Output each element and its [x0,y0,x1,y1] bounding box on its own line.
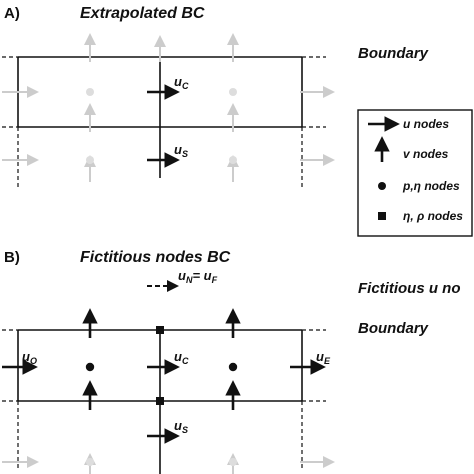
uc-b-label: uC [174,349,189,366]
panel-b: B) Fictitious nodes BC uN= uF Fictitious… [2,249,461,474]
panel-b-boundary-label: Boundary [358,320,429,337]
ghost-p-node-1 [86,88,94,96]
legend-box [357,109,473,237]
legend-eta-rho-nodes: η, ρ nodes [403,209,463,223]
panel-a-letter: A) [4,5,20,22]
legend-p-dot-icon [378,182,386,190]
panel-b-title: Fictitious nodes BC [80,249,231,266]
legend-u-nodes: u nodes [403,117,449,131]
panel-b-ghost-dots [86,458,237,466]
eta-rho-node-bottom [156,397,164,405]
fictitious-u-nodes-label: Fictitious u no [358,280,461,297]
panel-a-ghost-nodes [2,33,335,182]
panel-a-boundary-label: Boundary [358,45,429,62]
p-node-left [85,362,95,372]
panel-a-title: Extrapolated BC [80,5,205,22]
ue-label: uE [316,349,331,366]
legend-v-nodes: v nodes [403,147,449,161]
legend-p-eta-nodes: p,η nodes [402,179,460,193]
panel-b-ghost-nodes [2,453,335,474]
panel-a: A) Extrapolated BC [2,5,429,188]
ghost-p-node-4 [229,156,237,164]
us-b-label: uS [174,418,188,435]
eta-rho-node-top [156,326,164,334]
ghost-b-p-node-1 [86,458,94,466]
ghost-b-p-node-2 [229,458,237,466]
un-uf-label: uN= uF [178,268,218,285]
panel-b-dashed-extensions [2,329,326,470]
legend-eta-square-icon [378,212,386,220]
ghost-p-node-2 [229,88,237,96]
uc-label: uC [174,74,189,91]
panel-b-letter: B) [4,249,20,266]
uo-label: uO [22,349,37,366]
us-label: uS [174,142,188,159]
panel-a-dashed-extensions [2,56,326,188]
legend: u nodes v nodes p,η nodes η, ρ nodes [357,109,473,237]
ghost-p-node-3 [86,156,94,164]
p-node-right [228,362,238,372]
panel-b-v-nodes [82,308,241,410]
panel-a-ghost-dots [86,88,237,164]
